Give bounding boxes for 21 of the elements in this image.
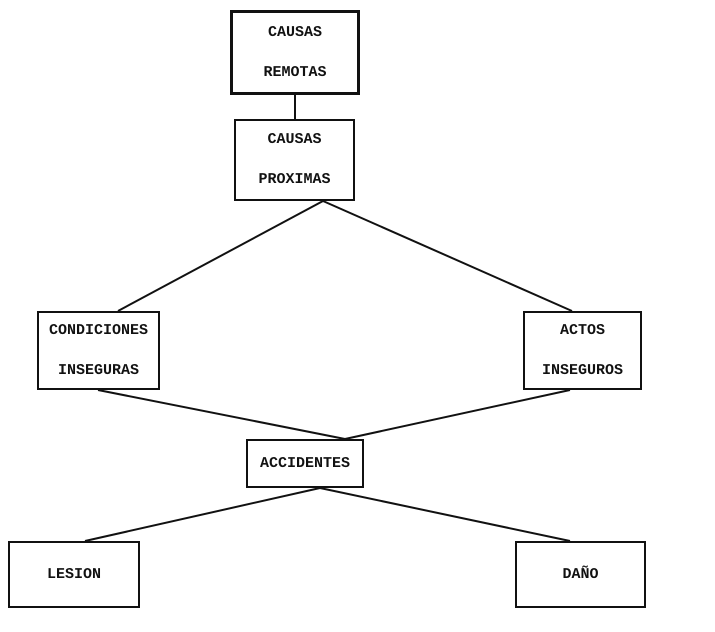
connector-line [98,389,346,440]
process-box [523,311,642,390]
process-box [230,10,360,95]
process-box [37,311,160,390]
process-box [234,119,355,201]
connector-line [294,95,296,119]
connector-line [320,487,570,542]
box-label: ACTOS INSEGUROS [540,320,624,380]
box-label: DAÑO [561,564,600,584]
box-label: LESION [46,564,102,584]
process-box [246,439,364,488]
connector-line [84,487,320,542]
box-label: CONDICIONES INSEGURAS [48,320,150,380]
process-box [8,541,140,608]
process-box [515,541,646,608]
box-label: ACCIDENTES [258,454,351,474]
connector-line [344,389,570,440]
connector-line [118,200,324,312]
box-label: CAUSAS PROXIMAS [257,130,332,190]
box-label: CAUSAS REMOTAS [262,22,328,82]
connector-line [322,200,572,312]
